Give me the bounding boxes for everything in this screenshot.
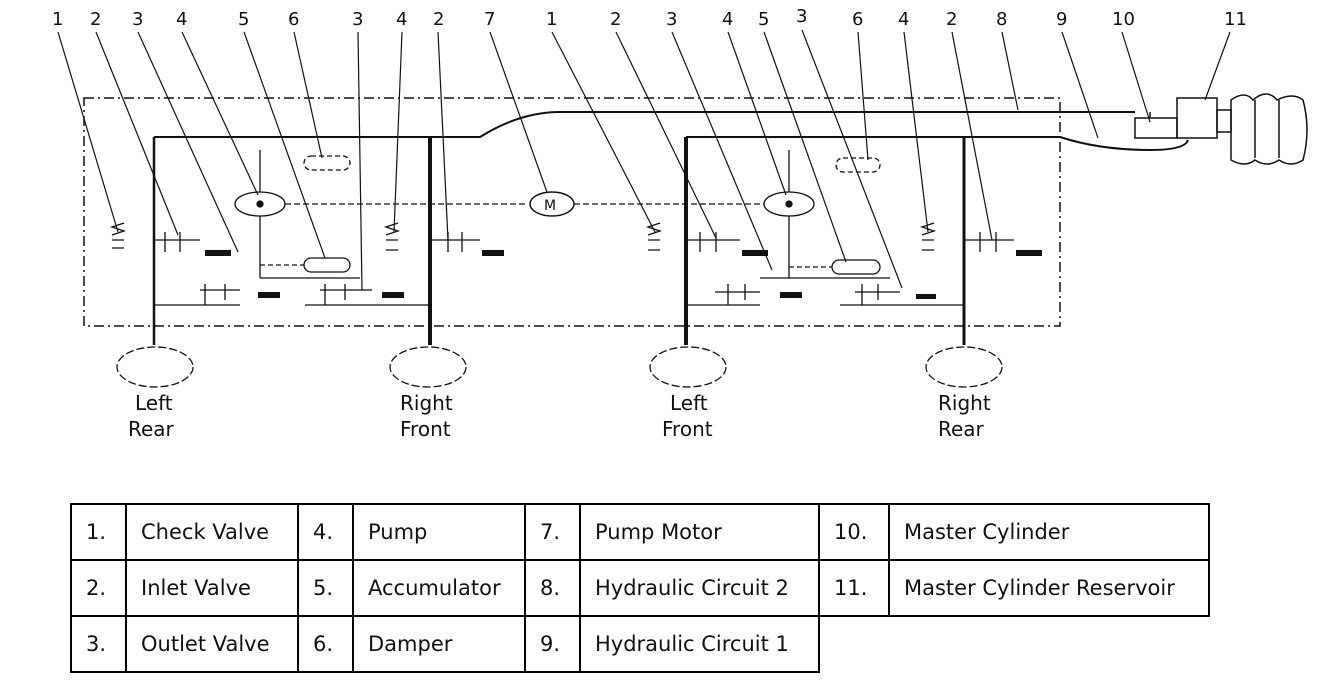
legend-label: Outlet Valve [125, 615, 299, 673]
legend-row: 3. Outlet Valve 6. Damper 9. Hydraulic C… [70, 615, 1209, 673]
wheel-right-rear-line1: Right [938, 391, 991, 415]
legend-number: 2. [70, 559, 127, 617]
callout-8: 4 [396, 9, 407, 30]
callout-17: 6 [852, 9, 863, 30]
wheel-right-rear-line2: Rear [938, 417, 985, 441]
wheel-left-rear-line2: Rear [128, 417, 175, 441]
legend-number: 8. [524, 559, 581, 617]
callout-22: 10 [1112, 9, 1135, 30]
callout-16: 3 [796, 6, 807, 27]
callout-14: 4 [722, 9, 733, 30]
hydraulic-circuit-1 [684, 136, 1189, 345]
wheel-right-front-line2: Front [400, 417, 451, 441]
wheel-left-rear: Left Rear [116, 346, 194, 441]
component-legend: 1. Check Valve 4. Pump 7. Pump Motor 10.… [70, 503, 1210, 673]
callout-6: 6 [288, 9, 299, 30]
legend-number: 11. [818, 559, 890, 617]
wheel-right-front: Right Front [389, 346, 467, 441]
hydraulic-circuit-2 [152, 111, 1135, 345]
legend-number: 1. [70, 503, 127, 561]
legend-label: Hydraulic Circuit 2 [579, 559, 820, 617]
accumulator-left [303, 257, 351, 273]
master-cylinder-reservoir [1176, 93, 1308, 165]
legend-label: Check Valve [125, 503, 299, 561]
wheel-right-front-line1: Right [400, 391, 453, 415]
check-valve-springs-right [645, 222, 937, 251]
pump-motor: M [529, 191, 575, 217]
accumulator-right [831, 259, 881, 275]
legend-label: Pump [352, 503, 526, 561]
legend-empty-cell [889, 616, 1209, 672]
legend-number: 3. [70, 615, 127, 673]
legend-number: 5. [297, 559, 354, 617]
legend-empty-cell [819, 616, 889, 672]
callout-10: 7 [484, 9, 495, 30]
damper-left [303, 155, 351, 171]
right-hcu-markers [742, 250, 1042, 299]
callout-12: 2 [610, 9, 621, 30]
check-valve-springs-left [109, 222, 401, 251]
callout-13: 3 [666, 9, 677, 30]
callout-19: 2 [946, 9, 957, 30]
wheel-left-front-line2: Front [662, 417, 713, 441]
master-cylinder [1134, 112, 1178, 139]
callout-numbers: 1 2 3 4 5 6 3 4 2 7 1 2 3 4 5 3 6 4 2 8 … [52, 6, 1247, 30]
callout-21: 9 [1056, 9, 1067, 30]
wheel-right-rear: Right Rear [925, 346, 1003, 441]
legend-label: Master Cylinder [888, 503, 1210, 561]
abs-hydraulic-diagram: 1 2 3 4 5 6 3 4 2 7 1 2 3 4 5 3 6 4 2 8 … [52, 6, 1308, 441]
legend-label: Hydraulic Circuit 1 [579, 615, 820, 673]
legend-row: 1. Check Valve 4. Pump 7. Pump Motor 10.… [70, 503, 1210, 561]
legend-number: 4. [297, 503, 354, 561]
right-hcu-internals [686, 150, 1014, 306]
callout-7: 3 [352, 9, 363, 30]
callout-1: 1 [52, 9, 63, 30]
legend-label: Pump Motor [579, 503, 820, 561]
legend-number: 6. [297, 615, 354, 673]
callout-15: 5 [758, 9, 769, 30]
damper-right [835, 157, 881, 173]
callout-2: 2 [90, 9, 101, 30]
callout-23: 11 [1224, 9, 1247, 30]
hcu-boundary [83, 97, 1061, 327]
callout-18: 4 [898, 9, 909, 30]
leader-lines [57, 29, 1231, 291]
callout-5: 5 [238, 9, 249, 30]
left-hcu-markers [205, 250, 504, 298]
wheel-left-front-line1: Left [670, 391, 708, 415]
wheel-left-rear-line1: Left [135, 391, 173, 415]
callout-20: 8 [996, 9, 1007, 30]
legend-row: 2. Inlet Valve 5. Accumulator 8. Hydraul… [70, 559, 1210, 617]
callout-3: 3 [132, 9, 143, 30]
left-hcu-internals [154, 150, 528, 306]
wheel-left-front: Left Front [649, 346, 727, 441]
callout-11: 1 [546, 9, 557, 30]
legend-label: Accumulator [352, 559, 526, 617]
legend-label: Damper [352, 615, 526, 673]
legend-label: Inlet Valve [125, 559, 299, 617]
legend-label: Master Cylinder Reservoir [888, 559, 1210, 617]
callout-4: 4 [176, 9, 187, 30]
legend-number: 10. [818, 503, 890, 561]
legend-number: 7. [524, 503, 581, 561]
legend-number: 9. [524, 615, 581, 673]
callout-9: 2 [433, 9, 444, 30]
pump-motor-label: M [544, 198, 556, 214]
